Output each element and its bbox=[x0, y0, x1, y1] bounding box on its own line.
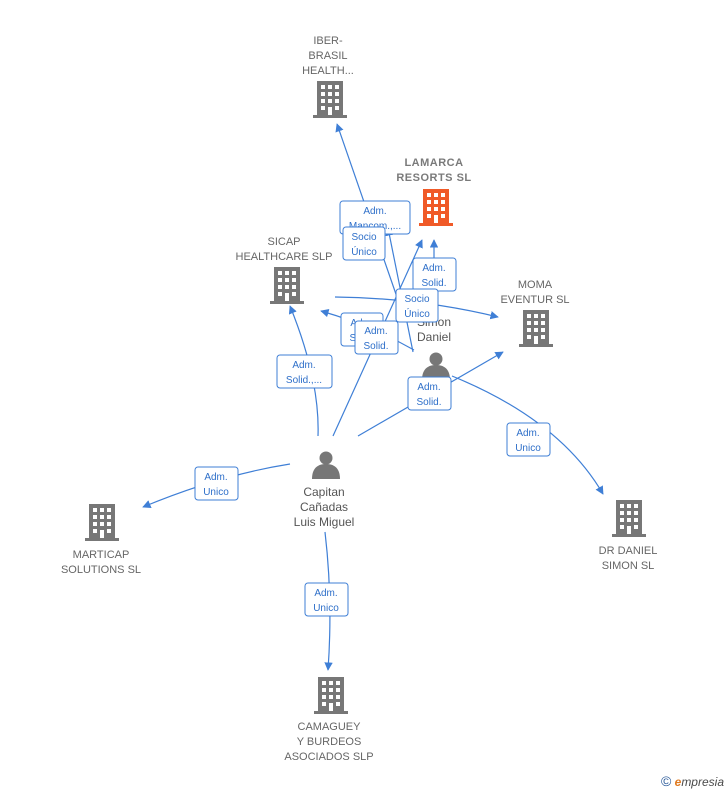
building-icon bbox=[612, 500, 646, 537]
node-label-line: SICAP bbox=[267, 236, 300, 248]
edge-label-e4[interactable]: Socio Único bbox=[395, 288, 439, 323]
person-label-line: Cañadas bbox=[300, 500, 348, 514]
edge-label-box bbox=[194, 466, 239, 501]
footer-brand[interactable]: © empresia bbox=[661, 773, 724, 789]
edge-label-box bbox=[276, 354, 333, 389]
edge-label-line: Adm. bbox=[314, 588, 337, 599]
node-iber-brasil[interactable]: IBER- BRASIL HEALTH... bbox=[302, 35, 354, 118]
building-icon bbox=[270, 267, 304, 304]
edge-label-line: Unico bbox=[515, 443, 541, 454]
building-icon bbox=[313, 81, 347, 118]
copyright-symbol: © bbox=[660, 773, 672, 789]
person-label-line: Capitan bbox=[303, 485, 344, 499]
edge-label-line: Unico bbox=[313, 603, 339, 614]
edge-label-line: Adm. bbox=[364, 326, 387, 337]
edge-label-e6[interactable]: Adm. Solid. bbox=[354, 320, 399, 355]
edge-label-line: Adm. bbox=[363, 206, 386, 217]
node-sicap-healthcare[interactable]: SICAP HEALTHCARE SLP bbox=[236, 236, 333, 304]
node-marticap-solutions[interactable]: MARTICAP SOLUTIONS SL bbox=[61, 504, 141, 576]
edge-label-e3[interactable]: Adm. Solid. bbox=[412, 257, 457, 292]
node-simon-daniel[interactable]: Simon Daniel bbox=[417, 315, 451, 380]
node-label-line: Y BURDEOS bbox=[297, 736, 362, 748]
edge-label-line: Solid. bbox=[421, 278, 446, 289]
node-label-line: EVENTUR SL bbox=[500, 294, 569, 306]
brand-name: mpresia bbox=[681, 775, 724, 789]
edge-label-e11[interactable]: Adm. Unico bbox=[304, 582, 349, 617]
node-lamarca-resorts[interactable]: LAMARCA RESORTS SL bbox=[396, 157, 471, 226]
node-camaguey-burdeos[interactable]: CAMAGUEY Y BURDEOS ASOCIADOS SLP bbox=[284, 677, 374, 763]
edge-label-line: Solid. bbox=[416, 397, 441, 408]
node-label-line: DR DANIEL bbox=[599, 545, 658, 557]
node-label-line: HEALTH... bbox=[302, 65, 354, 77]
node-label-line: RESORTS SL bbox=[396, 172, 471, 184]
edge-label-line: Unico bbox=[203, 487, 229, 498]
edge-label-e9[interactable]: Adm. Unico bbox=[506, 422, 551, 457]
edge-label-line: Socio bbox=[404, 294, 429, 305]
edge-label-box bbox=[395, 288, 439, 323]
edge-label-line: Solid. bbox=[363, 341, 388, 352]
edge-label-line: Solid.,... bbox=[286, 375, 322, 386]
edge-label-box bbox=[407, 376, 452, 411]
edge-label-line: Adm. bbox=[516, 428, 539, 439]
building-icon bbox=[419, 189, 453, 226]
node-label-line: MARTICAP bbox=[73, 549, 130, 561]
node-label-line: ASOCIADOS SLP bbox=[284, 751, 373, 763]
node-moma-eventur[interactable]: MOMA EVENTUR SL bbox=[500, 279, 570, 347]
edge-label-line: Socio bbox=[351, 232, 376, 243]
node-label-line: MOMA bbox=[518, 279, 553, 291]
node-label-line: BRASIL bbox=[308, 50, 347, 62]
edge-label-e7[interactable]: Adm. Solid.,... bbox=[276, 354, 333, 389]
edge-label-line: Adm. bbox=[422, 263, 445, 274]
edge-label-box bbox=[354, 320, 399, 355]
person-icon bbox=[422, 352, 450, 380]
person-icon bbox=[312, 451, 340, 479]
edge-label-box bbox=[304, 582, 349, 617]
edge-label-e8[interactable]: Adm. Solid. bbox=[407, 376, 452, 411]
node-label-line: SIMON SL bbox=[602, 560, 655, 572]
edge-label-line: Único bbox=[404, 307, 430, 320]
node-capitan-canadas[interactable]: Capitan Cañadas Luis Miguel bbox=[294, 451, 355, 530]
person-label-line: Daniel bbox=[417, 330, 451, 344]
brand-logo-letter: e bbox=[674, 775, 682, 789]
building-icon bbox=[314, 677, 348, 714]
node-label-line: LAMARCA bbox=[404, 157, 463, 169]
edge-label-line: Adm. bbox=[292, 360, 315, 371]
building-icon bbox=[519, 310, 553, 347]
node-dr-daniel-simon[interactable]: DR DANIEL SIMON SL bbox=[599, 500, 658, 572]
edge-label-line: Adm. bbox=[417, 382, 440, 393]
edge-label-box bbox=[506, 422, 551, 457]
edge-label-box bbox=[342, 226, 386, 261]
node-label-line: SOLUTIONS SL bbox=[61, 564, 141, 576]
person-label-line: Luis Miguel bbox=[294, 515, 355, 529]
node-label-line: CAMAGUEY bbox=[298, 721, 362, 733]
edge-label-e2[interactable]: Socio Único bbox=[342, 226, 386, 261]
node-label-line: HEALTHCARE SLP bbox=[236, 251, 333, 263]
building-icon bbox=[85, 504, 119, 541]
edge-label-line: Adm. bbox=[204, 472, 227, 483]
node-label-line: IBER- bbox=[313, 35, 343, 47]
edge-label-e10[interactable]: Adm. Unico bbox=[194, 466, 239, 501]
edge-label-line: Único bbox=[351, 245, 377, 258]
